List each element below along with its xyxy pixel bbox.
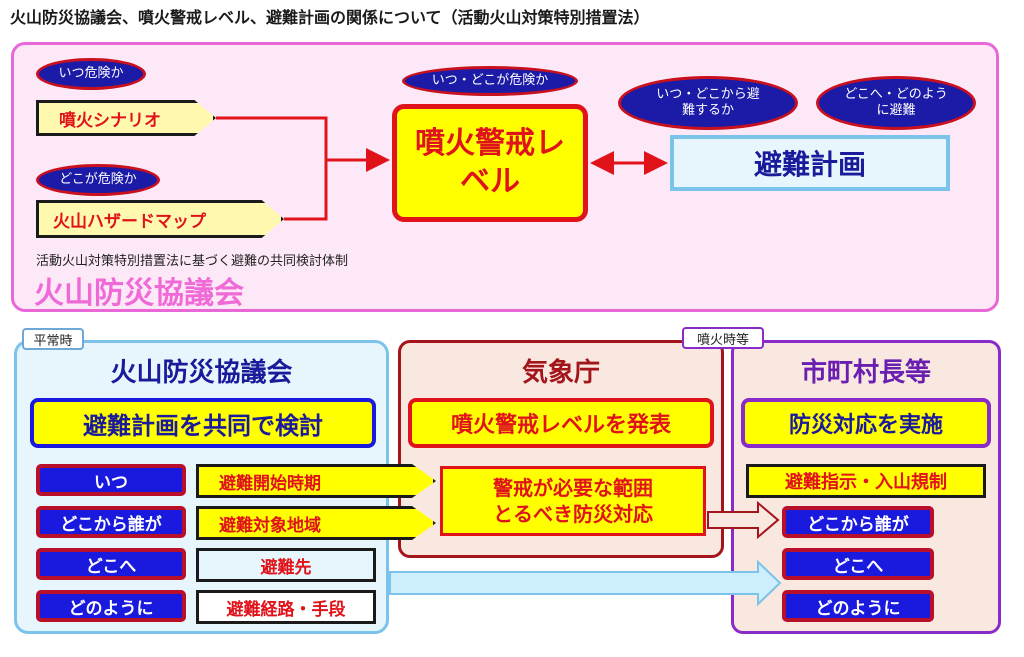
normal-time-tag: 平常時 — [22, 328, 84, 350]
key-how: どのように — [36, 590, 186, 622]
council-title: 火山防災協議会 — [110, 357, 293, 388]
jma-action-box: 噴火警戒レベルを発表 — [408, 398, 714, 448]
jma-title: 気象庁 — [521, 357, 600, 388]
eruption-time-tag: 噴火時等 — [682, 327, 764, 349]
mayor-item-how: どのように — [782, 590, 934, 622]
hazard-map-box: 火山ハザードマップ — [36, 200, 284, 238]
oval-when-dangerous: いつ危険か — [36, 58, 146, 90]
value-start-time: 避難開始時期 — [196, 464, 436, 498]
alert-level-box: 噴火警戒レベル — [392, 104, 588, 222]
system-note: 活動火山対策特別措置法に基づく避難の共同検討体制 — [36, 254, 349, 269]
page-title: 火山防災協議会、噴火警戒レベル、避難計画の関係について（活動火山対策特別措置法） — [10, 8, 650, 27]
council-action-box: 避難計画を共同で検討 — [30, 398, 376, 448]
mayor-action-box: 防災対応を実施 — [741, 398, 991, 448]
key-from-who: どこから誰が — [36, 506, 186, 538]
mayor-title: 市町村長等 — [800, 357, 931, 388]
evac-plan-box: 避難計画 — [670, 135, 950, 191]
oval-where-dangerous: どこが危険か — [36, 164, 160, 196]
scenario-box: 噴火シナリオ — [36, 100, 216, 136]
mayor-directive-box: 避難指示・入山規制 — [746, 464, 986, 498]
key-when: いつ — [36, 464, 186, 496]
value-route-means: 避難経路・手段 — [196, 590, 376, 624]
value-destination: 避難先 — [196, 548, 376, 582]
council-label: 火山防災協議会 — [34, 276, 244, 311]
mayor-item-from-who: どこから誰が — [782, 506, 934, 538]
council-to-mayor-arrow — [389, 559, 782, 607]
mayor-item-where: どこへ — [782, 548, 934, 580]
oval-when-where-dangerous: いつ・どこが危険か — [402, 66, 578, 96]
oval-evac-from: いつ・どこから避難するか — [618, 76, 798, 130]
jma-info-box: 警戒が必要な範囲 とるべき防災対応 — [440, 466, 706, 536]
value-target-area: 避難対象地域 — [196, 506, 436, 540]
key-where: どこへ — [36, 548, 186, 580]
oval-evac-to: どこへ・どのように避難 — [816, 76, 976, 130]
